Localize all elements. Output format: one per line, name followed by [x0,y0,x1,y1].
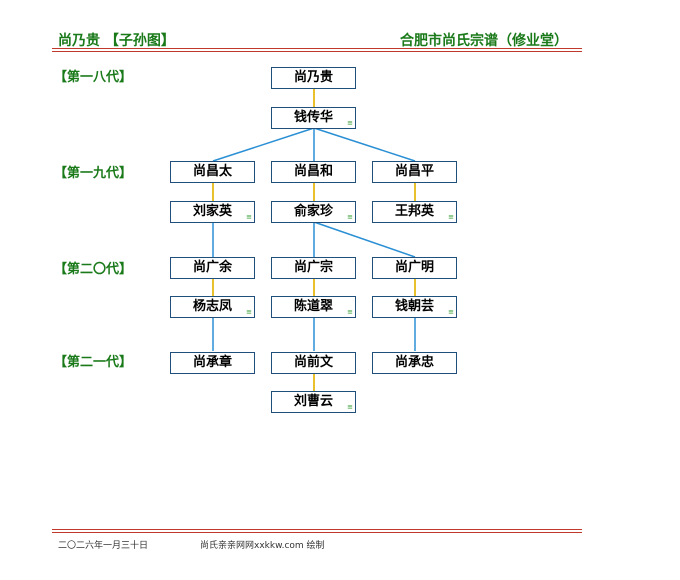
generation-label-19: 【第一九代】 [54,166,133,181]
spouse-box-w3[interactable]: 俞家珍 ≡ [271,201,356,223]
person-box-p9[interactable]: 尚前文 [271,352,356,374]
person-name: 尚前文 [293,355,333,370]
person-box-p3[interactable]: 尚昌和 [271,161,356,183]
person-box-p10[interactable]: 尚承忠 [372,352,457,374]
descent-line-w1-p4 [313,127,416,162]
generation-label-21: 【第二一代】 [54,355,133,370]
spouse-marker-icon: ≡ [246,213,252,221]
footer-date: 二〇二六年一月三十日 [58,541,149,551]
person-name: 尚昌平 [394,164,434,179]
spouse-box-w9[interactable]: 刘曹云 ≡ [271,391,356,413]
spouse-marker-icon: ≡ [448,213,454,221]
header-left-title: 尚乃贵 【子孙图】 [58,33,175,49]
person-name: 尚承忠 [394,355,434,370]
spouse-marker-icon: ≡ [347,308,353,316]
person-box-p4[interactable]: 尚昌平 [372,161,457,183]
spouse-name: 刘曹云 [293,394,333,409]
spouse-name: 杨志凤 [192,299,232,314]
spouse-name: 王邦英 [394,204,434,219]
spouse-box-w6[interactable]: 陈道翠 ≡ [271,296,356,318]
spouse-box-w2[interactable]: 刘家英 ≡ [170,201,255,223]
person-box-p1[interactable]: 尚乃贵 [271,67,356,89]
person-name: 尚广宗 [293,260,333,275]
person-name: 尚昌和 [293,164,333,179]
marriage-lines [212,89,416,391]
footer-credit: 尚氏亲亲网网xxkkw.com 绘制 [200,541,325,551]
spouse-marker-icon: ≡ [448,308,454,316]
person-name: 尚乃贵 [293,70,333,85]
spouse-name: 钱传华 [293,110,333,125]
spouse-name: 陈道翠 [293,299,333,314]
person-box-p6[interactable]: 尚广宗 [271,257,356,279]
header-rule-top [52,48,582,49]
spouse-box-w4[interactable]: 王邦英 ≡ [372,201,457,223]
person-box-p7[interactable]: 尚广明 [372,257,457,279]
person-box-p8[interactable]: 尚承章 [170,352,255,374]
footer-rule-bottom [52,532,582,533]
person-name: 尚承章 [192,355,232,370]
person-box-p2[interactable]: 尚昌太 [170,161,255,183]
person-name: 尚广明 [394,260,434,275]
spouse-name: 钱朝芸 [394,299,434,314]
descent-line-w1-p2 [212,127,315,162]
spouse-name: 刘家英 [192,204,232,219]
spouse-box-w5[interactable]: 杨志凤 ≡ [170,296,255,318]
descent-line-w3-p7 [313,221,416,258]
spouse-marker-icon: ≡ [246,308,252,316]
spouse-box-w7[interactable]: 钱朝芸 ≡ [372,296,457,318]
spouse-marker-icon: ≡ [347,213,353,221]
person-name: 尚广余 [192,260,232,275]
header-rule-bottom [52,51,582,52]
person-box-p5[interactable]: 尚广余 [170,257,255,279]
person-name: 尚昌太 [192,164,232,179]
descent-lines [212,127,416,351]
generation-label-18: 【第一八代】 [54,70,133,85]
spouse-name: 俞家珍 [293,204,333,219]
header-right-title: 合肥市尚氏宗谱（修业堂） [400,33,568,49]
spouse-marker-icon: ≡ [347,119,353,127]
generation-label-20: 【第二〇代】 [54,262,133,277]
footer-rule-top [52,529,582,530]
spouse-marker-icon: ≡ [347,403,353,411]
spouse-box-w1[interactable]: 钱传华 ≡ [271,107,356,129]
